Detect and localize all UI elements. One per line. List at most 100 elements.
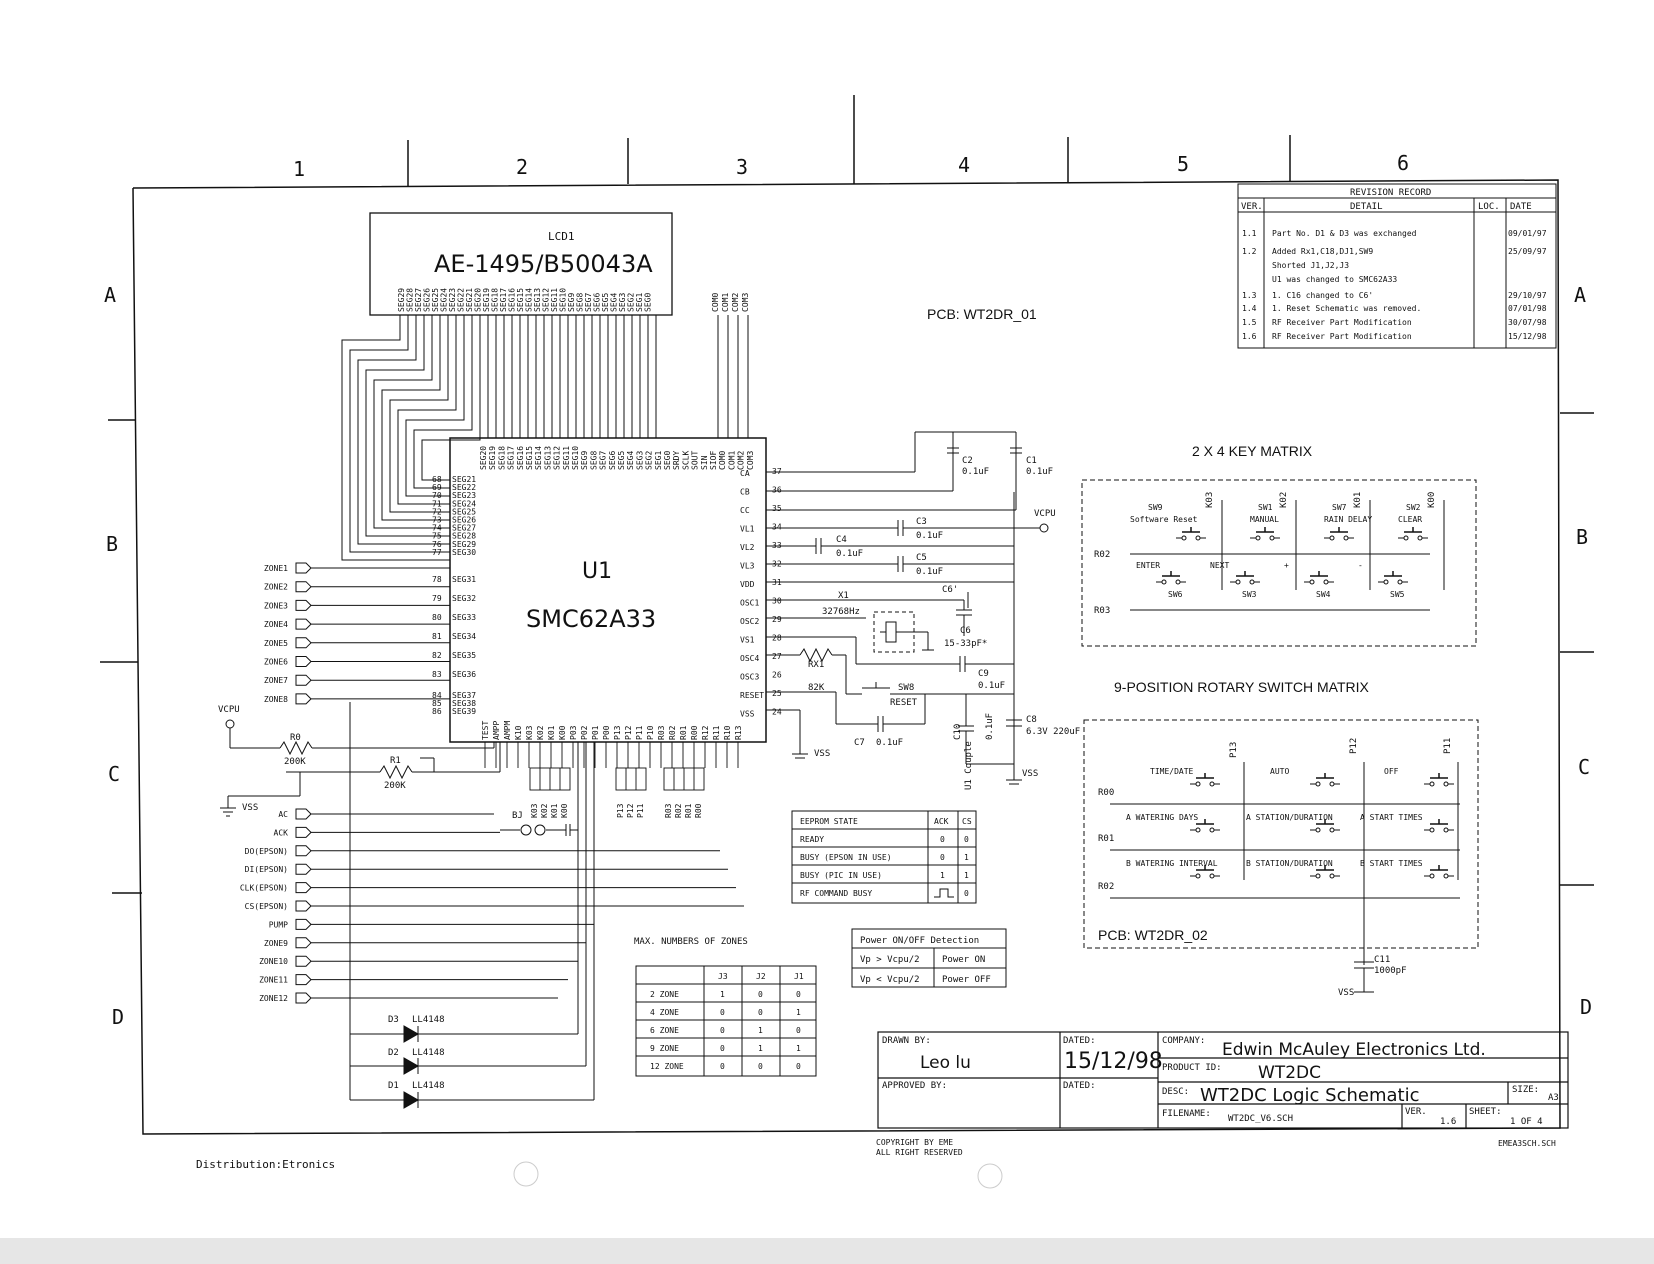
port-label: ZONE4 [264,620,288,629]
output-ports: ACACKDO(EPSON)DI(EPSON)CLK(EPSON)CS(EPSO… [240,808,744,1004]
lcd-seg-pin: SEG6 [593,293,602,312]
cap-ref: C2 [962,456,973,466]
lcd-com-pin: COM1 [721,293,730,312]
lcd-seg-pin: SEG8 [576,293,585,312]
mcu-left-pin-num: 71 [432,499,442,508]
mcu-left-pin-name: SEG23 [452,491,476,500]
zones-cell: 0 [758,1008,763,1017]
lcd-bus-wires [341,315,481,561]
mcu-right-pin-name: VL1 [740,525,755,534]
km-col: K01 [1353,492,1363,508]
mcu-top-pin: SCLK [681,451,690,470]
port-symbol [295,656,312,667]
port-symbol [295,693,312,705]
mcu-top-pin: SEG8 [589,451,598,470]
zones-cell: 0 [796,1026,801,1035]
port-symbol [295,882,312,894]
mcu-bottom-pin: P13 [613,725,622,740]
mcu-right-pin-num: 24 [772,708,782,717]
mcu-right-pin-num: 34 [772,523,782,532]
eeprom-cell: RF COMMAND BUSY [800,889,872,898]
eeprom-cell: 0 [964,889,969,898]
port-symbol [295,918,312,930]
k-breakout [529,767,705,791]
mcu-right-pin-name: VSS [740,710,755,719]
mcu-left-pin-num: 84 [432,691,442,700]
lcd-seg-pin: SEG28 [406,288,415,312]
mcu-left-pin-num: 75 [432,532,442,541]
r0-value: 200K [284,757,306,767]
mcu-top-pin: COM1 [727,451,736,470]
key-switch [1250,527,1280,541]
zones-cell: 1 [758,1044,763,1053]
eeprom-cell: READY [800,835,824,844]
zones-header: J1 [794,972,804,981]
r-label: R00 [694,803,703,818]
mcu-left-pin-name: SEG38 [452,699,476,708]
port-label: ZONE9 [264,939,288,948]
eeprom-cell: 0 [964,835,969,844]
crystal-ref: X1 [838,591,849,601]
filename-label: FILENAME: [1162,1109,1211,1119]
key-switch-ref: SW4 [1316,590,1331,599]
revision-header: DETAIL [1350,202,1383,212]
mcu-left-pin-num: 86 [432,707,442,716]
mcu-left-pin-num: 83 [432,670,442,679]
key-switch-ref: SW3 [1242,590,1257,599]
mcu-left-pin-name: SEG21 [452,475,476,484]
mcu-right-pin-name: VL2 [740,543,755,552]
pd-cell: Power OFF [942,975,991,985]
r1-ref: R1 [390,756,401,766]
copyright-line: ALL RIGHT RESERVED [876,1148,963,1157]
lcd-com-pin: COM2 [731,293,740,312]
mcu-right-pin-name: CA [740,469,750,478]
mcu-top-pin: SIOF [709,451,718,470]
port-symbol [295,674,312,686]
rev-ver: 1.2 [1242,247,1257,256]
sw8-ref: SW8 [898,683,914,693]
rotary-switch-label: B WATERING INTERVAL [1126,859,1218,868]
r-label: R03 [664,803,673,818]
mcu-bottom-pin: K02 [536,725,545,740]
c11-value: 1000pF [1374,966,1407,976]
port-symbol [295,992,312,1004]
mcu-right-pin-num: 27 [772,652,782,661]
size-value: A3 [1548,1093,1559,1103]
mcu-top-pin: SEG13 [543,446,552,470]
rev-date: 30/07/98 [1508,318,1547,327]
lcd-seg-pin: SEG11 [550,288,559,312]
rotary-switch [1424,819,1454,833]
mcu-top-pin: SEG7 [599,451,608,470]
r0-ref: R0 [290,733,301,743]
port-symbol [295,637,312,649]
lcd-seg-pin: SEG9 [567,293,576,312]
revision-title: REVISION RECORD [1350,188,1431,198]
mcu-left-pin-name: SEG27 [452,524,476,533]
zones-cell: 9 ZONE [650,1044,679,1053]
desc-value: WT2DC Logic Schematic [1200,1085,1420,1106]
cap-ref: C9 [978,669,989,679]
cap-ref: C5 [916,553,927,563]
pd-cell: Power ON [942,955,985,965]
lcd-seg-pin: SEG23 [448,288,457,312]
lcd-seg-pin: SEG10 [559,288,568,312]
revision-header: VER. [1241,202,1263,212]
lcd-seg-pin: SEG7 [584,293,593,312]
port-label: ZONE11 [259,976,288,985]
vcpu-label-left: VCPU [218,705,240,715]
zones-cell: 0 [758,1062,763,1071]
zones-cell: 1 [796,1008,801,1017]
mcu-left-pin-name: SEG22 [452,483,476,492]
pcb-label-2: PCB: WT2DR_02 [1098,927,1208,943]
mcu-top-pin: SEG3 [635,451,644,470]
mcu-left-pin-num: 73 [432,516,442,525]
k-label: K00 [560,803,569,818]
col-label: 4 [958,153,970,177]
key-switch [1230,571,1260,585]
rotary-switch [1190,865,1220,879]
mcu-left-pin-name: SEG32 [452,594,476,603]
zones-cell: 0 [796,1062,801,1071]
